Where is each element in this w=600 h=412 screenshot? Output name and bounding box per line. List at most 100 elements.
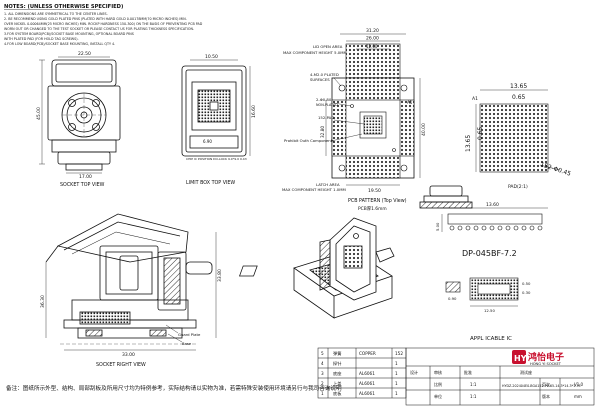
note-line-4: WORN OUT OR CHANGED TO THE TEST SOCKET O…	[4, 27, 194, 31]
limit-dim-top: 10.50	[205, 54, 218, 60]
socket-side-small-view	[419, 185, 473, 209]
top-dim-bottom: 17.00	[79, 174, 92, 180]
pcb-pattern-view: 31.20 26.00 LID OPEN AREA MAX COMPONENT …	[282, 28, 427, 212]
bom-row-3-no: 3	[321, 371, 324, 376]
title-part-no: HYDZ-202404E0-BGA152-P0.65-14.3*14.3*1.3…	[502, 384, 581, 388]
pcb-prohibit-label: Prohibit Outh Components	[284, 138, 334, 143]
note-line-7: 4.FOR LOW BOARD(PCB)/SOCKET BASE MOUNTIN…	[4, 42, 115, 46]
company-name-en: HONG YI SOCKET	[530, 362, 562, 366]
pkg-dim-6: 12.50	[484, 308, 495, 313]
pcb-hole-label: 2-Φ0.80	[316, 97, 332, 102]
limit-dim-inner: 6.90	[203, 139, 212, 144]
bom-row-4-no: 2	[321, 381, 324, 386]
bom-row-1-name: 弹簧	[333, 350, 341, 357]
pkg-dim-3: 0.90	[448, 296, 457, 301]
package-view: 13.60 5.00 DP-045BF-7.2 0.90 0.50 0.30 1…	[435, 202, 548, 342]
bom-row-5-no: 1	[321, 391, 324, 396]
title-label-design: 设计	[410, 369, 418, 375]
bom-row-1-material: COPPER	[359, 351, 376, 356]
right-dim-side: 36.30	[40, 295, 46, 308]
limit-dim-right: 16.60	[251, 105, 257, 118]
right-label-base: Base	[182, 341, 192, 346]
right-dim-height: 33.80	[217, 269, 223, 282]
svg-text:HY: HY	[514, 354, 527, 363]
pcb-surfaces-label: SURFACES	[310, 77, 330, 82]
socket-top-view: 22.50 45.00 17.00 SOCKET TOP VIEW	[36, 51, 121, 188]
title-label-scale: 比例	[434, 381, 442, 387]
title-sheet: 1:1	[470, 394, 477, 399]
pkg-dim-4: 0.50	[522, 281, 531, 286]
title-drawing-name: 测试座	[520, 369, 532, 375]
title-block: HY 鸿怡电子 HONG YI SOCKET 设计 审核 批准 测试座 HYDZ…	[405, 347, 595, 406]
pcb-dim-left: 32.80	[320, 126, 325, 138]
pkg-dim-5: 0.30	[522, 290, 531, 295]
top-view-caption: SOCKET TOP VIEW	[60, 182, 105, 188]
pcb-hole-note: NON-PLATED	[316, 103, 338, 107]
bom-row-3-material: AL6061	[359, 371, 375, 376]
title-scale: 1:1	[470, 382, 477, 387]
right-label-guard: Guard Plate	[178, 332, 201, 337]
company-logo-icon: HY	[512, 350, 527, 364]
note-line-2: 2. BE RECOMMEND USING GOLD PLATED PINS (…	[4, 17, 187, 21]
bom-row-2-no: 4	[321, 361, 324, 366]
limit-box-caption: LIMIT BOX TOP VIEW	[186, 180, 235, 186]
bom-row-2-qty: 1	[395, 361, 398, 366]
bom-row-5-qty: 1	[395, 391, 398, 396]
title-unit: mm	[574, 394, 582, 399]
pcb-lid-open-label: LID OPEN AREA	[313, 44, 343, 49]
bom-row-4-material: AL6061	[359, 381, 375, 386]
limit-box-top-view: 10.50 16.60 6.90 CHIP IC POSITION DO-LOC…	[181, 54, 257, 186]
bom-row-1-no: 5	[321, 351, 324, 356]
pcb-caption: PCB PATTERN (Top View)	[348, 198, 407, 204]
title-label-unit: 单位	[434, 393, 442, 399]
note-line-3: OVER NICKEL 0.00064MM(25 MICRO INCHES) M…	[4, 22, 203, 26]
pad-dim-side-outer: 13.65	[465, 135, 472, 152]
note-line-5: 3.FOR SYSTEM BOARD(PCB)/SOCKET BASE MOUN…	[4, 32, 134, 36]
pcb-sub-caption: PCB厚1.6mm	[358, 206, 387, 212]
top-dim-width: 22.50	[78, 51, 91, 57]
right-view-caption: SOCKET RIGHT VIEW	[96, 362, 146, 368]
bom-row-5-name: 底板	[333, 390, 342, 397]
bom-row-1-qty: 152	[395, 351, 403, 356]
company-name-cn: 鸿怡电子	[528, 351, 564, 363]
pcb-dim-bottom: 19.50	[368, 188, 381, 194]
pcb-dim-top-3: 12.60	[366, 44, 378, 49]
notes-heading: NOTES: (UNLESS OTHERWISE SPECIFIED)	[4, 4, 123, 10]
pcb-dim-right: 40.00	[421, 123, 427, 136]
right-dim-base: 33.00	[122, 352, 135, 358]
pcb-latch-label: LATCH AREA	[316, 182, 340, 187]
footer-note: 备注：图纸所示外型、结构、局部刮板及所用尺寸均为特例参考，实际结构请以实物为准，…	[6, 384, 342, 392]
pad-dim-side-inner: 0.65	[477, 126, 484, 140]
note-line-6: WITH PLATED PAD (FOR HOLD TAG SCREWS).	[4, 37, 79, 41]
bom-row-5-material: AL6061	[359, 391, 375, 396]
socket-isometric-view	[238, 217, 395, 319]
package-name: DP-045BF-7.2	[462, 249, 517, 258]
pkg-dim-2: 5.00	[435, 222, 440, 231]
limit-note: CHIP IC POSITION DO-LOCK 9.0*9.0 0.43	[186, 157, 247, 161]
pcb-max-height-bottom: MAX COMPONENT HEIGHT 1.0MM	[282, 187, 346, 192]
pad-caption: PAD(2:1)	[508, 184, 528, 190]
package-caption: APPL ICABLE IC	[470, 336, 512, 342]
title-label-sheet: 页次	[542, 381, 550, 387]
pad-dim-inner: 0.65	[512, 94, 526, 101]
pad-dim-outer: 13.65	[510, 83, 527, 90]
bom-row-4-name: 上盖	[333, 380, 341, 386]
socket-right-view: 36.30 33.80 33.00 Guard Plate Base SOCKE…	[40, 213, 223, 368]
pcb-dim-top-2: 26.00	[366, 36, 379, 42]
bom-row-4-qty: 1	[395, 381, 398, 386]
pad-a1-label: A1	[472, 96, 478, 102]
pkg-dim-1: 13.60	[486, 202, 499, 208]
pcb-max-height-top: MAX COMPONENT HEIGHT 5.0MM	[283, 50, 347, 55]
pad-detail-view: 13.65 0.65 13.65 0.65 A1 152-Φ0.45 PAD(2…	[465, 83, 572, 190]
bom-row-3-qty: 1	[395, 371, 398, 376]
pcb-plated-label: 4-M2.0 PLATED	[310, 72, 339, 77]
title-label-check: 审核	[434, 369, 442, 375]
top-dim-height: 45.00	[36, 107, 42, 120]
title-version: V1.0	[574, 382, 584, 387]
pcb-dim-top-1: 31.20	[366, 28, 379, 34]
note-line-1: 1. ALL DIMENSIONS ARE SYMMETRICAL TO THE…	[4, 12, 108, 16]
title-label-approve: 批准	[464, 369, 472, 375]
bom-table: 5 弹簧 COPPER 152 4 探针 1 3 底座 AL6061 1 2 上…	[317, 347, 407, 399]
bom-row-2-name: 探针	[333, 360, 341, 367]
